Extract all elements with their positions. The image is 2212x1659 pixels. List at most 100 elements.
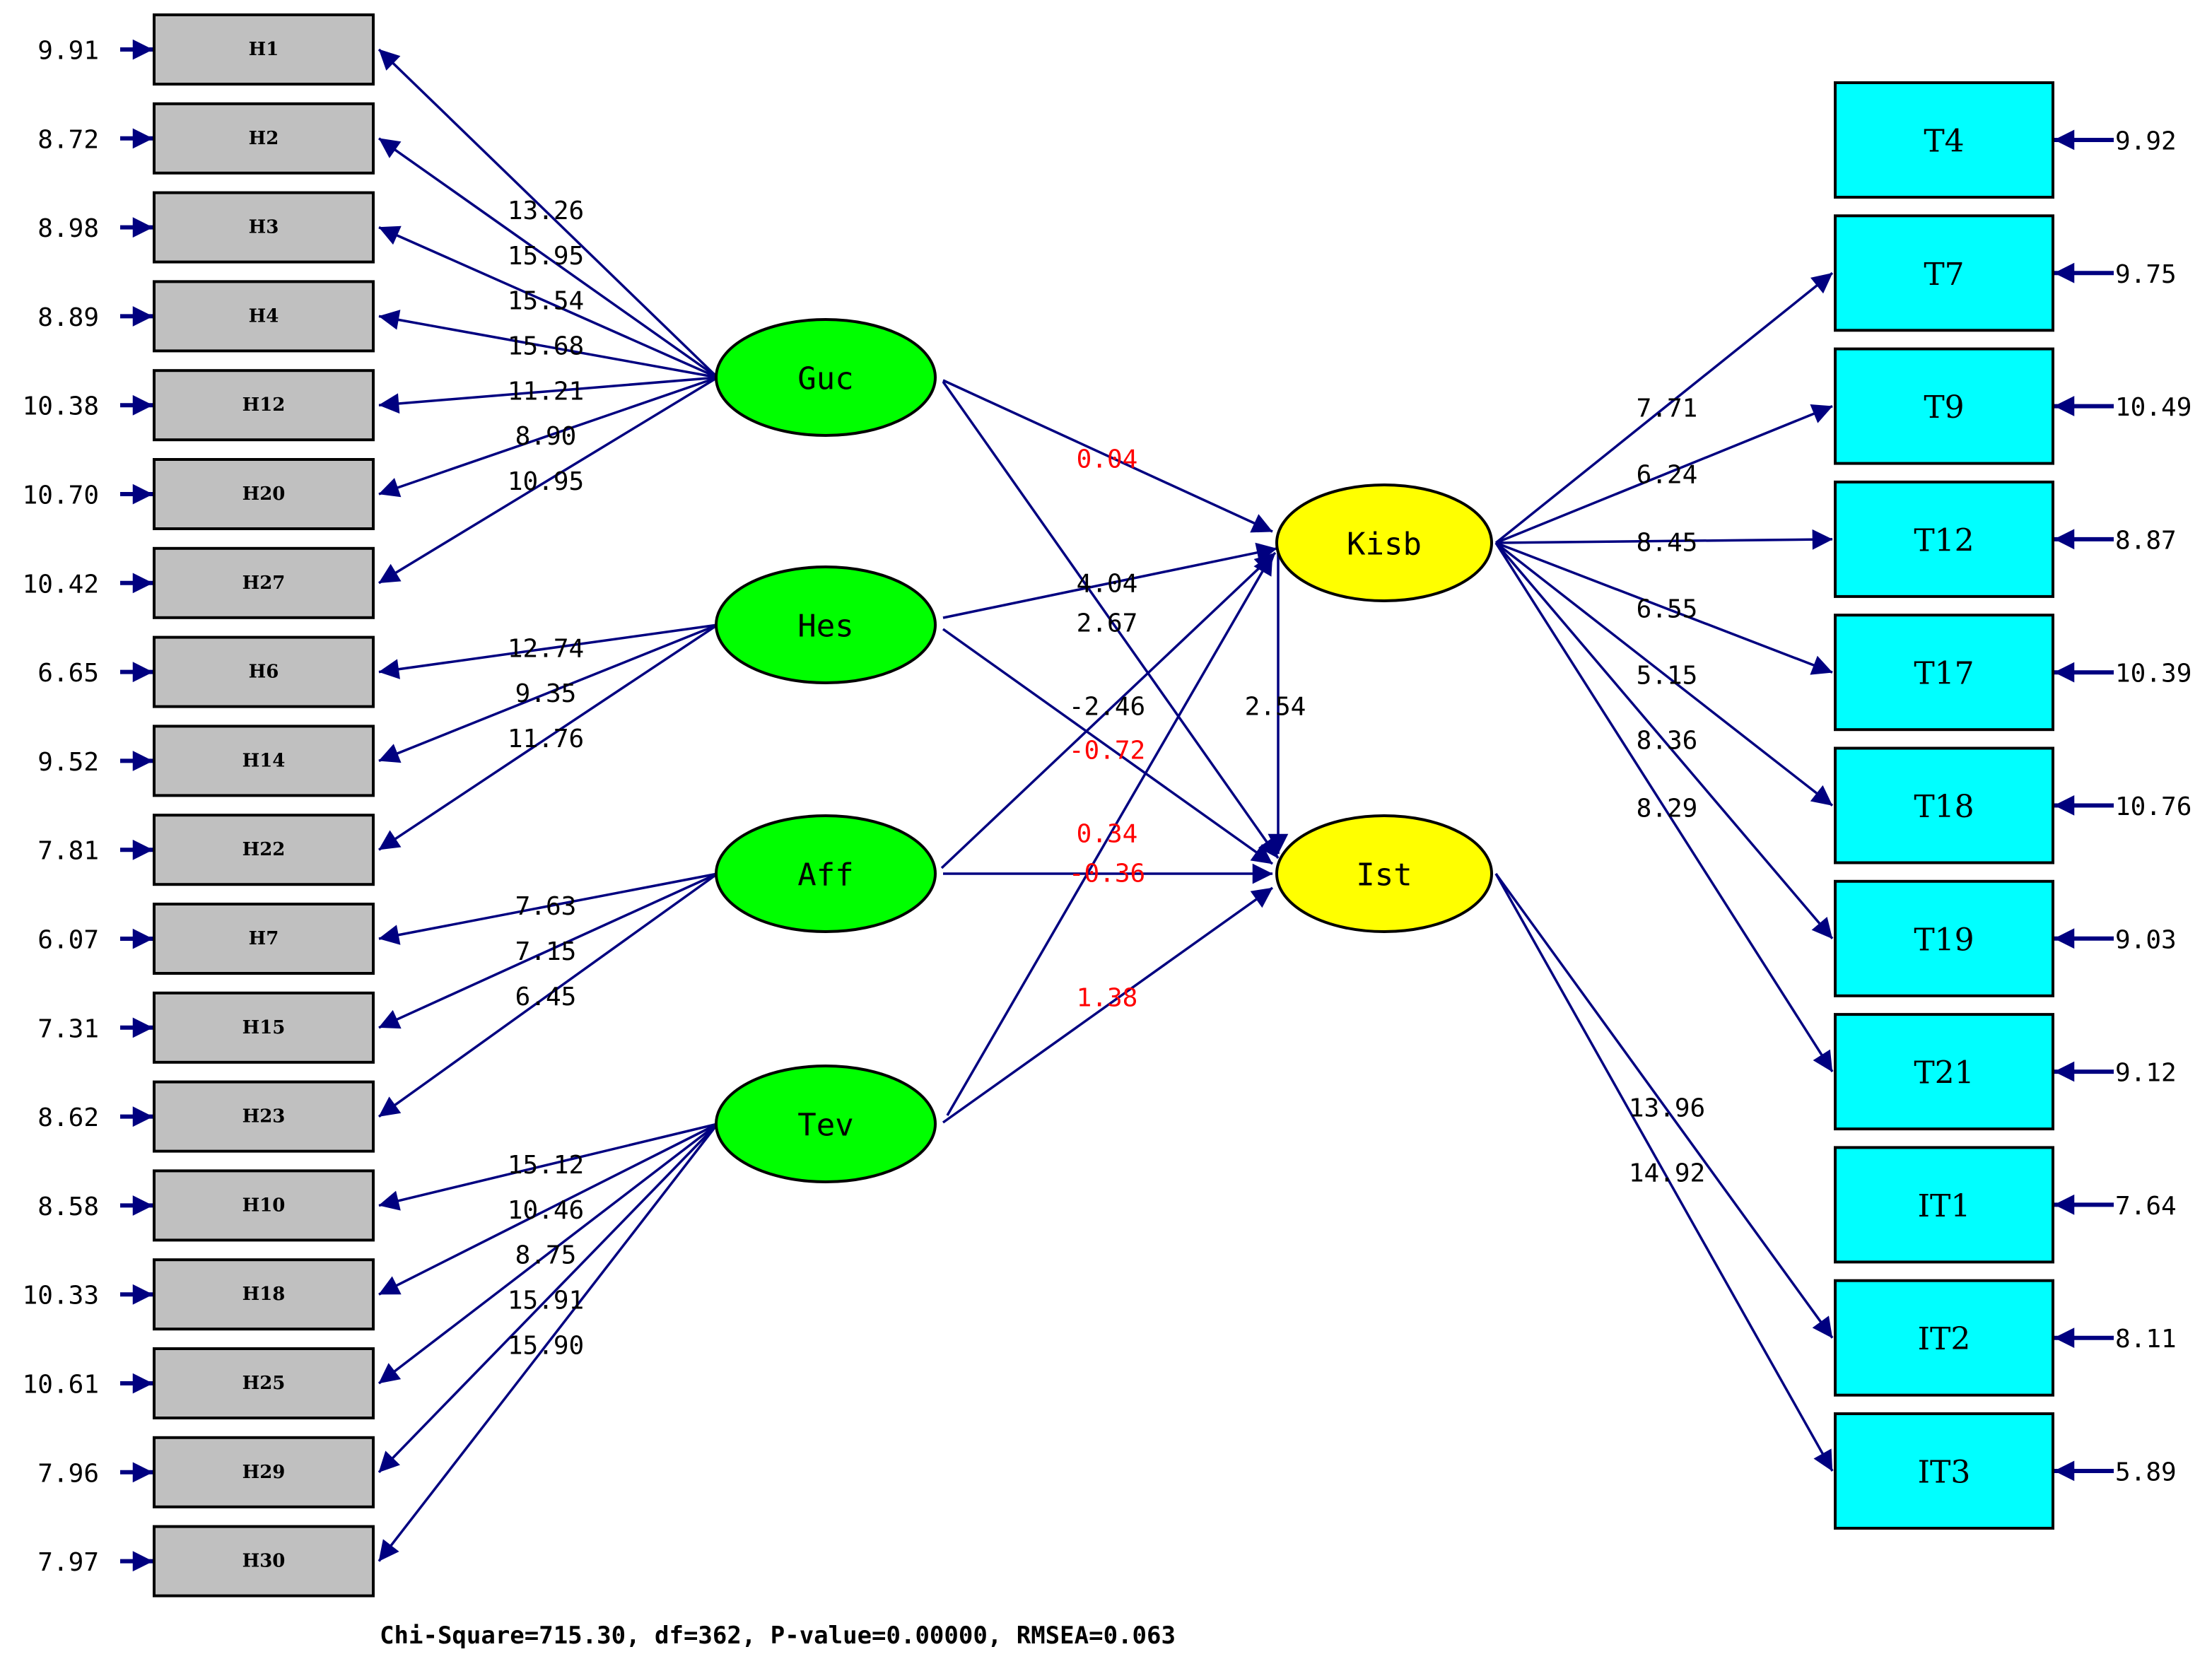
loading-path-t12 [1495, 529, 1833, 550]
structural-path-tev-ist [942, 886, 1274, 1124]
latent-label-aff: Aff [797, 857, 853, 893]
error-value-t19: 9.03 [2115, 925, 2177, 954]
indicator-t17 [1834, 614, 2054, 732]
loading-value-t21: 8.29 [1637, 795, 1698, 823]
loading-value-h6: 12.74 [508, 634, 584, 663]
indicator-h27 [153, 546, 375, 619]
indicator-t7 [1834, 214, 2054, 332]
loading-value-h7: 7.63 [515, 892, 577, 921]
loading-value-t19: 8.36 [1637, 727, 1698, 756]
indicator-h25 [153, 1347, 375, 1419]
indicator-label-h27: H27 [242, 573, 286, 594]
indicator-label-t21: T21 [1914, 1055, 1974, 1091]
indicator-label-h22: H22 [242, 839, 286, 860]
loading-path-h18 [378, 1122, 718, 1296]
loading-path-h27 [378, 376, 718, 585]
latent-kisb [1275, 483, 1493, 602]
indicator-it3 [1834, 1412, 2054, 1530]
loading-path-h22 [378, 623, 718, 851]
indicator-label-h23: H23 [242, 1106, 286, 1127]
loading-path-h7 [378, 872, 718, 945]
indicator-t19 [1834, 879, 2054, 997]
error-value-t4: 9.92 [2115, 127, 2177, 156]
loading-path-h29 [378, 1122, 719, 1474]
indicator-label-h15: H15 [242, 1017, 286, 1038]
structural-value-aff-kisb: -0.72 [1069, 737, 1145, 766]
loading-path-t18 [1494, 541, 1834, 807]
error-value-h25: 10.61 [23, 1371, 99, 1400]
loading-value-h14: 9.35 [515, 679, 577, 708]
error-value-h3: 8.98 [37, 214, 99, 243]
loading-value-h22: 11.76 [508, 725, 584, 754]
loading-value-t12: 8.45 [1637, 529, 1698, 558]
indicator-label-h7: H7 [249, 928, 279, 949]
indicator-label-h30: H30 [242, 1551, 286, 1572]
latent-label-kisb: Kisb [1347, 527, 1422, 563]
error-value-h12: 10.38 [23, 392, 99, 421]
indicator-t9 [1834, 347, 2054, 465]
structural-value-guc-ist: 2.67 [1077, 609, 1138, 638]
error-value-t12: 8.87 [2115, 526, 2177, 555]
error-value-it1: 7.64 [2115, 1192, 2177, 1221]
loading-path-t9 [1495, 404, 1833, 544]
indicator-h22 [153, 814, 375, 886]
loading-value-h15: 7.15 [515, 937, 577, 966]
loading-path-h20 [378, 376, 718, 498]
indicator-label-h25: H25 [242, 1373, 286, 1394]
indicator-label-h14: H14 [242, 750, 286, 771]
latent-label-ist: Ist [1356, 857, 1412, 893]
indicator-h2 [153, 102, 375, 175]
indicator-label-t12: T12 [1914, 522, 1974, 558]
error-value-t7: 9.75 [2115, 260, 2177, 289]
indicator-h18 [153, 1258, 375, 1331]
indicator-label-t9: T9 [1924, 389, 1964, 426]
loading-value-h4: 15.68 [508, 332, 584, 361]
indicator-label-h18: H18 [242, 1284, 286, 1305]
indicator-h14 [153, 725, 375, 797]
indicator-label-it2: IT2 [1918, 1321, 1971, 1357]
indicator-h7 [153, 903, 375, 975]
indicator-label-it3: IT3 [1918, 1455, 1971, 1491]
indicator-h12 [153, 369, 375, 442]
error-value-it2: 8.11 [2115, 1325, 2177, 1354]
indicator-h6 [153, 635, 375, 708]
loading-value-h1: 13.26 [508, 197, 584, 225]
loading-path-h1 [378, 48, 719, 379]
indicator-h23 [153, 1080, 375, 1153]
loading-path-it2 [1494, 872, 1834, 1339]
latent-label-hes: Hes [797, 609, 853, 645]
error-value-h14: 9.52 [37, 748, 99, 777]
loading-path-it3 [1494, 873, 1834, 1472]
error-value-t18: 10.76 [2115, 792, 2191, 821]
loading-path-h15 [378, 872, 718, 1029]
loading-value-h3: 15.54 [508, 287, 584, 316]
loading-path-h10 [378, 1122, 718, 1211]
structural-path-aff-kisb [940, 551, 1277, 869]
indicator-label-it1: IT1 [1918, 1188, 1971, 1224]
latent-label-tev: Tev [797, 1108, 853, 1144]
indicator-label-t4: T4 [1924, 124, 1964, 160]
structural-value-kisb-ist: 2.54 [1245, 693, 1306, 722]
structural-value-hes-ist: -2.46 [1069, 693, 1145, 722]
error-value-t21: 9.12 [2115, 1059, 2177, 1088]
indicator-h4 [153, 280, 375, 353]
loading-value-h2: 15.95 [508, 242, 584, 271]
indicator-label-t7: T7 [1924, 257, 1964, 293]
loading-value-it2: 13.96 [1629, 1094, 1705, 1123]
error-value-h29: 7.96 [37, 1459, 99, 1488]
structural-value-aff-ist: -0.36 [1069, 860, 1145, 889]
indicator-it1 [1834, 1146, 2054, 1264]
indicator-label-h20: H20 [242, 483, 286, 505]
loading-value-t7: 7.71 [1637, 394, 1698, 423]
loading-value-h29: 15.91 [508, 1286, 584, 1315]
indicator-t4 [1834, 81, 2054, 199]
error-value-h18: 10.33 [23, 1282, 99, 1311]
indicator-label-t19: T19 [1914, 922, 1974, 958]
structural-path-guc-ist [942, 380, 1280, 860]
indicator-t21 [1834, 1013, 2054, 1131]
indicator-h3 [153, 191, 375, 264]
indicator-h20 [153, 458, 375, 530]
structural-path-hes-kisb [942, 542, 1277, 619]
loading-path-h30 [378, 1122, 719, 1562]
